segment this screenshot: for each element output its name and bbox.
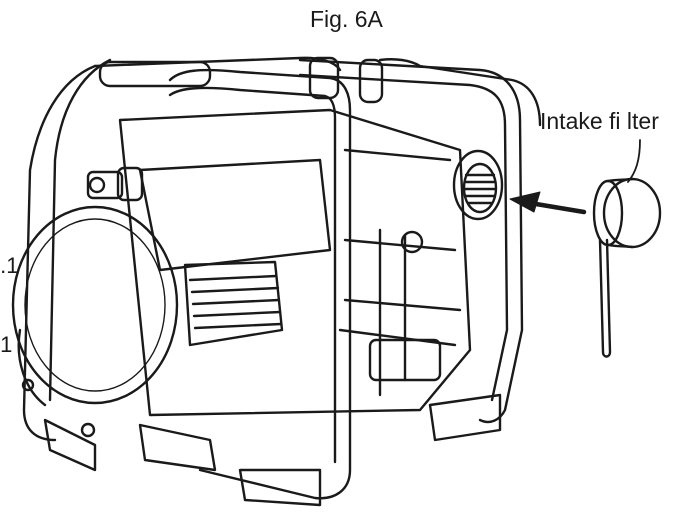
vent-grille <box>183 260 284 347</box>
arrow-left-icon <box>509 191 587 215</box>
figure-title: Fig. 6A <box>310 6 383 32</box>
handle-grip <box>98 60 212 88</box>
fitting <box>86 166 144 202</box>
side-cover <box>11 205 179 438</box>
engine-body <box>118 108 472 417</box>
callout-number-1: ..1 <box>0 253 19 278</box>
intake-filter <box>592 177 662 358</box>
callout-number-2: .1 <box>0 332 13 357</box>
intake-filter-label: Intake fi lter <box>540 108 659 134</box>
roll-cage <box>22 56 542 500</box>
intake-port <box>452 149 504 221</box>
callout-leader <box>627 139 641 183</box>
base-feet <box>43 393 502 507</box>
